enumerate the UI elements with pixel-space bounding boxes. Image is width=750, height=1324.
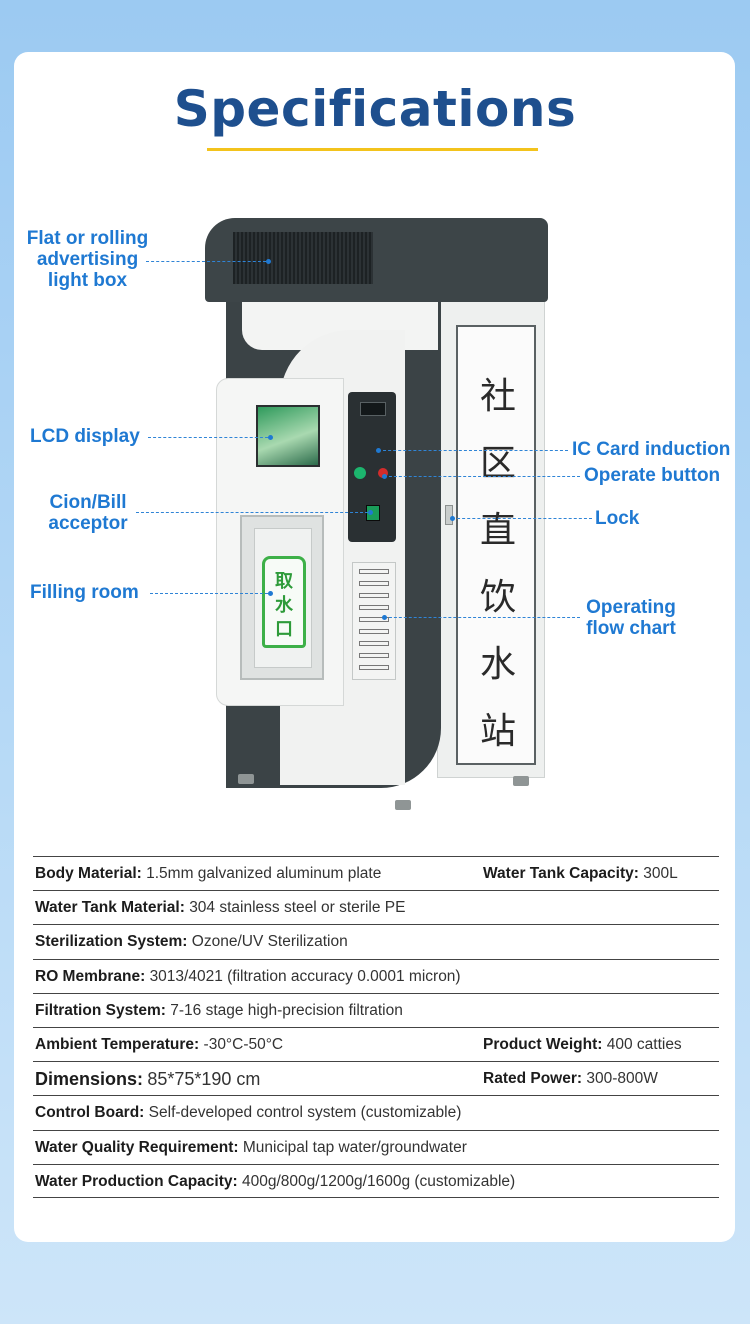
callout-acceptor: Cion/Bill acceptor [38,492,138,534]
callout-line: light box [47,270,128,291]
spec-value: 1.5mm galvanized aluminum plate [146,865,382,882]
callout-leader-line [148,437,268,438]
spec-label: Product Weight: [483,1035,603,1053]
callout-ic-card: IC Card induction [572,439,731,460]
callout-leader-line [452,518,592,519]
bottle-icon: 取 水 口 [262,556,306,648]
callout-line: acceptor [48,513,128,534]
machine-foot [513,776,529,786]
spec-value: 400 catties [606,1035,682,1053]
callout-dot [266,259,271,264]
spec-label: Water Tank Capacity: [483,865,639,882]
advertising-light-box [233,232,373,284]
callout-lcd: LCD display [30,426,140,447]
callout-dot [268,435,273,440]
spec-row: Filtration System: 7-16 stage high-preci… [33,992,719,1027]
page-title: Specifications [173,80,577,138]
callout-dot [450,516,455,521]
filling-label-char: 口 [275,619,293,640]
callout-dot [382,615,387,620]
machine-foot [395,800,411,810]
digital-display [360,402,386,416]
spec-label: Water Production Capacity: [35,1172,238,1190]
callout-line: Operating [586,597,676,618]
callout-flow-chart: Operating flow chart [576,597,686,639]
callout-operate-button: Operate button [584,465,721,486]
spec-value: 85*75*190 cm [147,1069,261,1090]
callout-leader-line [150,593,268,594]
spec-label: Dimensions: [35,1069,144,1090]
spec-label: Filtration System: [35,1001,166,1019]
callout-line: Flat or rolling [26,228,149,249]
callout-leader-line [146,261,266,262]
spec-row: Sterilization System: Ozone/UV Steriliza… [33,924,719,958]
spec-row: Water Quality Requirement: Municipal tap… [33,1129,719,1164]
spec-value: 300-800W [586,1070,658,1088]
filling-label-char: 取 [275,571,293,592]
callout-dot [376,448,381,453]
side-panel-char: 站 [479,711,516,752]
spec-label: Body Material: [35,865,142,882]
spec-value: 300L [643,865,678,882]
spec-value: Municipal tap water/groundwater [242,1138,467,1156]
spec-row: Water Tank Material: 304 stainless steel… [33,890,719,924]
spec-label: Sterilization System: [35,933,188,951]
red-button-icon [378,468,388,478]
callout-line: flow chart [586,618,676,639]
callout-leader-line [378,450,568,451]
spec-row: Control Board: Self-developed control sy… [33,1095,719,1129]
lcd-screen [256,405,320,467]
spec-row: RO Membrane: 3013/4021 (filtration accur… [33,958,719,993]
spec-label: RO Membrane: [35,967,146,985]
coin-slot-icon [366,505,380,521]
spec-value: 3013/4021 (filtration accuracy 0.0001 mi… [149,967,461,985]
filling-label-char: 水 [275,595,293,616]
spec-label: Ambient Temperature: [35,1035,200,1053]
callout-filling-room: Filling room [30,582,139,603]
spec-label: Water Quality Requirement: [35,1138,239,1156]
spec-label: Control Board: [35,1104,145,1122]
spec-row: Dimensions: 85*75*190 cm Rated Power: 30… [33,1061,719,1095]
spec-row: Water Production Capacity: 400g/800g/120… [33,1163,719,1198]
specifications-table: Body Material: 1.5mm galvanized aluminum… [33,856,719,1198]
spec-value: Ozone/UV Sterilization [191,933,348,951]
side-panel-char: 直 [479,510,516,551]
spec-value: 7-16 stage high-precision filtration [170,1001,403,1019]
machine-foot [238,774,254,784]
callout-dot [368,510,373,515]
spec-label: Water Tank Material: [35,899,185,917]
side-panel-char: 区 [479,443,516,484]
spec-label: Rated Power: [483,1070,583,1088]
callout-line: advertising [36,249,139,270]
callout-leader-line [384,476,580,477]
spec-row: Body Material: 1.5mm galvanized aluminum… [33,856,719,890]
spec-value: 304 stainless steel or sterile PE [189,899,406,917]
callout-line: Cion/Bill [49,492,127,513]
side-panel-char: 水 [479,644,516,685]
green-button-icon [354,467,366,479]
water-vending-machine-illustration: 社 区 直 饮 水 站 取 水 口 [205,218,548,810]
callout-light-box: Flat or rolling advertising light box [20,228,155,291]
lock-icon [445,505,453,525]
callout-leader-line [136,512,368,513]
spec-value: -30°C-50°C [203,1035,284,1053]
side-panel-char: 饮 [479,577,516,618]
title-underline [207,148,538,151]
spec-row: Ambient Temperature: -30°C-50°C Product … [33,1026,719,1061]
callout-dot [382,474,387,479]
side-panel-char: 社 [479,376,516,417]
callout-lock: Lock [595,508,640,529]
callout-leader-line [384,617,580,618]
callout-dot [268,591,273,596]
machine-side-panel: 社 区 直 饮 水 站 [456,325,536,765]
spec-value: 400g/800g/1200g/1600g (customizable) [242,1172,516,1190]
spec-value: Self-developed control system (customiza… [148,1104,462,1122]
flow-chart-panel [352,562,396,680]
